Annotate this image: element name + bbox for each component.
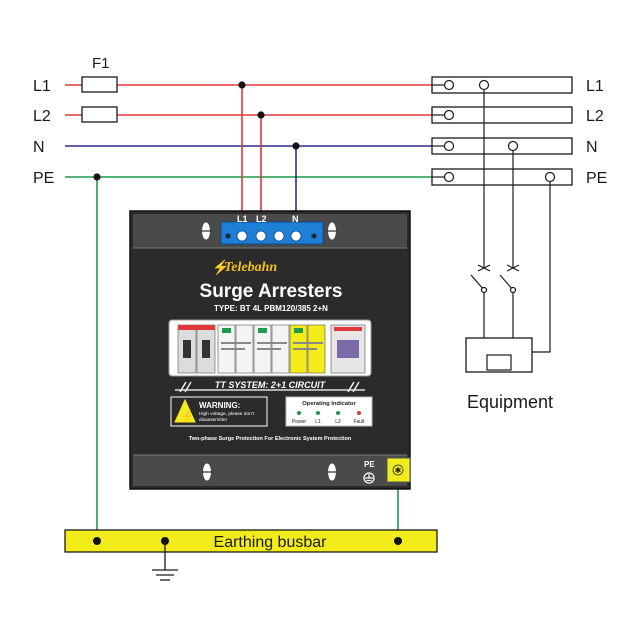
- indicator-fault-led-icon: [357, 411, 361, 415]
- svg-text:✱: ✱: [395, 466, 402, 475]
- line-label-l2: L2: [33, 108, 51, 125]
- earthing-busbar-label: Earthing busbar: [214, 534, 328, 551]
- line-label-l1: L1: [33, 78, 51, 95]
- brand-bolt-icon: ⚡: [212, 259, 229, 276]
- fuse-l2-icon: [81, 106, 118, 123]
- device-footer: Two-phase Surge Protection For Electroni…: [189, 436, 352, 442]
- terminal-label-n: N: [292, 214, 299, 224]
- system-banner: TT SYSTEM: 2+1 CIRCUIT: [215, 380, 327, 390]
- module-breakers-icon: [177, 324, 216, 374]
- svg-text:✱: ✱: [225, 232, 232, 241]
- device-title: Surge Arresters: [200, 281, 343, 302]
- indicator-power: Power: [292, 419, 307, 425]
- indicator-title: Operating Indicator: [302, 401, 356, 407]
- equipment-icon: [465, 337, 533, 373]
- indicator-l2: L2: [335, 419, 341, 425]
- terminal-block: [220, 221, 324, 245]
- earth-symbol-icon: [363, 472, 375, 484]
- pe-label: PE: [364, 460, 375, 469]
- ground-icon: [152, 541, 178, 581]
- line-label-n: N: [33, 139, 45, 156]
- terminal-label-l2: L2: [256, 214, 267, 224]
- line-label-right-l2: L2: [586, 108, 604, 125]
- indicator-fault: Fault: [353, 419, 365, 425]
- line-label-right-n: N: [586, 139, 598, 156]
- warning-text-2: disassemble!: [199, 417, 227, 423]
- svg-text:✱: ✱: [311, 232, 318, 241]
- junction-l1: [238, 81, 246, 89]
- surge-arrester-device: ✱ ✱ L1 L2 N ⚡ Telebahn Surge Arresters T…: [129, 210, 411, 490]
- junction-n: [292, 142, 300, 150]
- equipment-wiring: [470, 90, 551, 353]
- warning-triangle-icon: [174, 398, 196, 423]
- line-label-right-l1: L1: [586, 78, 604, 95]
- warning-title: WARNING:: [199, 401, 240, 410]
- line-label-right-pe: PE: [586, 170, 607, 187]
- terminal-bars: [431, 76, 573, 186]
- warning-bolt-icon: ⚡: [180, 410, 194, 423]
- fuse-label: F1: [92, 55, 110, 72]
- terminal-label-l1: L1: [237, 214, 248, 224]
- junction-l2: [257, 111, 265, 119]
- indicator-l1-led-icon: [316, 411, 320, 415]
- warning-text-1: High voltage, please don't: [199, 411, 255, 417]
- equipment-label: Equipment: [467, 392, 553, 412]
- warning-box: [170, 396, 268, 427]
- device-type: TYPE: BT 4L PBM120/385 2+N: [214, 304, 328, 313]
- earthing-busbar: [64, 529, 438, 553]
- indicator-power-led-icon: [297, 411, 301, 415]
- indicator-box: [285, 396, 373, 427]
- indicator-l2-led-icon: [336, 411, 340, 415]
- fuse-f1-icon: [81, 76, 118, 93]
- brand-name: Telebahn: [224, 260, 277, 275]
- line-label-pe: PE: [33, 170, 54, 187]
- module-spd-icon: [217, 324, 326, 374]
- indicator-l1: L1: [315, 419, 321, 425]
- module-meter-icon: [330, 324, 366, 374]
- junction-pe: [93, 173, 101, 181]
